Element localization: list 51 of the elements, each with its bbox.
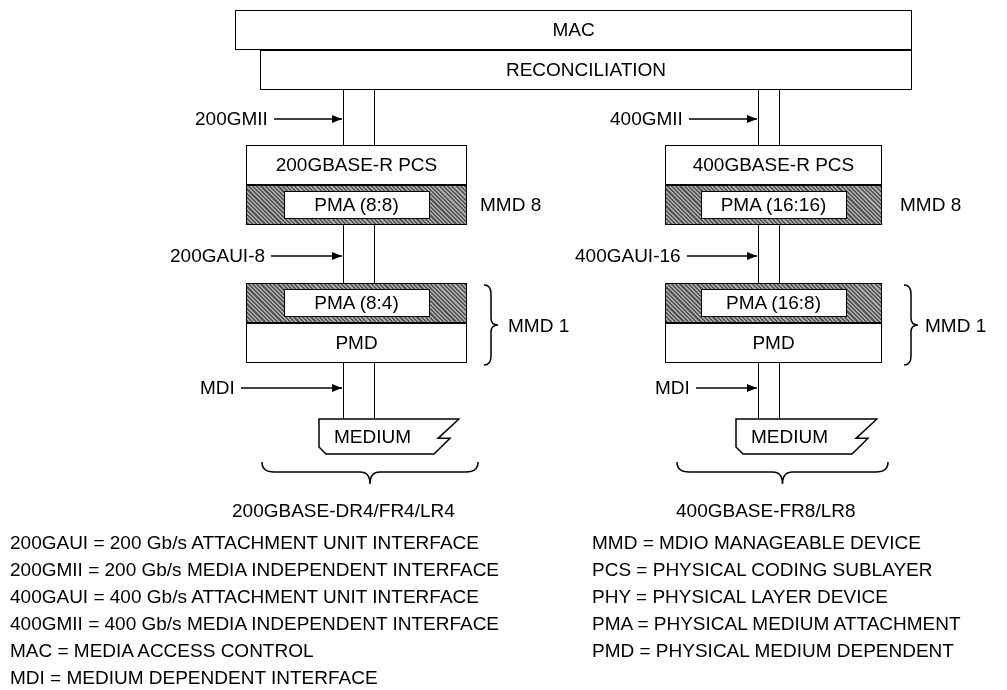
interface-bar: [343, 225, 375, 283]
medium-label: MEDIUM: [751, 426, 829, 448]
definition-text: MDI = MEDIUM DEPENDENT INTERFACE: [10, 667, 378, 689]
hatched-band: [665, 185, 882, 225]
definition-text: 200GMII = 200 Gb/s MEDIA INDEPENDENT INTERFACE: [10, 559, 500, 581]
layer-box: 200GBASE-R PCS: [246, 145, 467, 185]
hatched-band: [665, 283, 882, 323]
interface-bar: [343, 363, 375, 418]
layer-box: PMD: [665, 323, 882, 363]
hatched-band: [246, 283, 467, 323]
side-label: MMD 8: [480, 194, 542, 216]
interface-bar: [758, 363, 780, 418]
definition-text: MMD = MDIO MANAGEABLE DEVICE: [592, 532, 921, 554]
definition-text: PHY = PHYSICAL LAYER DEVICE: [592, 586, 888, 608]
interface-label: 200GMII: [195, 108, 268, 130]
side-label: MMD 1: [508, 315, 570, 337]
layer-label: PMA (16:16): [700, 191, 847, 219]
layer-label: PMA (8:8): [283, 191, 430, 219]
layer-box: RECONCILIATION: [260, 50, 912, 90]
arrow: [270, 251, 343, 261]
definition-text: 400GMII = 400 Gb/s MEDIA INDEPENDENT INTERFACE: [10, 613, 500, 635]
arrow: [273, 114, 343, 124]
interface-bar: [758, 225, 780, 283]
layer-box: MAC: [235, 10, 912, 50]
definition-text: 400GAUI = 400 Gb/s ATTACHMENT UNIT INTERFACE: [10, 586, 479, 608]
interface-label: MDI: [655, 377, 690, 399]
arrow: [240, 383, 343, 393]
interface-label: 400GMII: [610, 108, 683, 130]
arrow: [688, 114, 758, 124]
layer-box: PMD: [246, 323, 467, 363]
interface-label: 400GAUI-16: [575, 245, 681, 267]
definition-text: PMD = PHYSICAL MEDIUM DEPENDENT: [592, 640, 954, 662]
medium-label: MEDIUM: [334, 426, 412, 448]
arrow: [695, 383, 758, 393]
layer-label: PMA (8:4): [283, 289, 430, 317]
layer-box: 400GBASE-R PCS: [665, 145, 882, 185]
definition-text: PMA = PHYSICAL MEDIUM ATTACHMENT: [592, 613, 961, 635]
interface-bar: [758, 90, 780, 145]
interface-label: MDI: [200, 377, 235, 399]
layer-label: PMA (16:8): [700, 289, 847, 317]
group-label: 200GBASE-DR4/FR4/LR4: [232, 500, 455, 522]
definition-text: PCS = PHYSICAL CODING SUBLAYER: [592, 559, 933, 581]
interface-label: 200GAUI-8: [170, 245, 266, 267]
side-label: MMD 1: [925, 315, 987, 337]
arrow: [686, 251, 758, 261]
interface-bar: [343, 90, 375, 145]
definition-text: MAC = MEDIA ACCESS CONTROL: [10, 640, 314, 662]
definition-text: 200GAUI = 200 Gb/s ATTACHMENT UNIT INTERFACE: [10, 532, 479, 554]
side-label: MMD 8: [900, 194, 962, 216]
group-label: 400GBASE-FR8/LR8: [676, 500, 856, 522]
hatched-band: [246, 185, 467, 225]
